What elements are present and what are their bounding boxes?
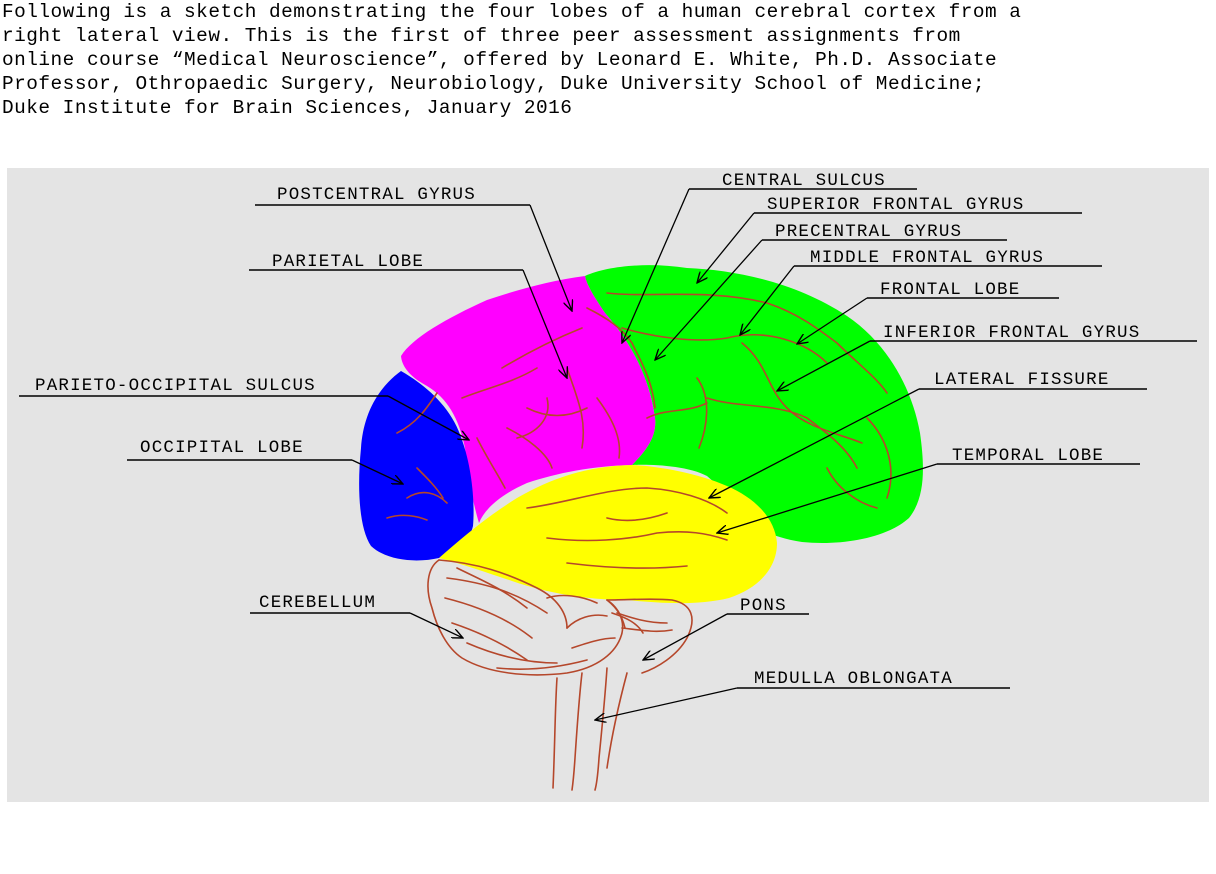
label-occipital-lobe: OCCIPITAL LOBE [140, 438, 304, 458]
intro-paragraph: Following is a sketch demonstrating the … [2, 1, 1022, 119]
label-medulla-oblongata: MEDULLA OBLONGATA [754, 669, 953, 689]
label-inferior-frontal-gyrus: INFERIOR FRONTAL GYRUS [883, 323, 1140, 343]
label-underlines [19, 188, 1197, 689]
label-parieto-occipital-sulcus: PARIETO-OCCIPITAL SULCUS [35, 376, 316, 396]
occipital-lobe-region [359, 371, 474, 561]
label-lateral-fissure: LATERAL FISSURE [934, 370, 1110, 390]
cerebellum-structure [427, 559, 644, 676]
label-temporal-lobe: TEMPORAL LOBE [952, 446, 1104, 466]
cortex-sulci-lines [386, 292, 892, 569]
label-pons: PONS [740, 596, 787, 616]
label-precentral-gyrus: PRECENTRAL GYRUS [775, 222, 962, 242]
parietal-lobe-region [401, 276, 656, 523]
label-cerebellum: CEREBELLUM [259, 593, 376, 613]
label-parietal-lobe: PARIETAL LOBE [272, 252, 424, 272]
label-postcentral-gyrus: POSTCENTRAL GYRUS [277, 185, 476, 205]
brainstem-structure [552, 598, 693, 791]
label-superior-frontal-gyrus: SUPERIOR FRONTAL GYRUS [767, 195, 1024, 215]
label-frontal-lobe: FRONTAL LOBE [880, 280, 1020, 300]
pointer-arrows [351, 188, 938, 720]
temporal-lobe-region [439, 465, 777, 604]
label-central-sulcus: CENTRAL SULCUS [722, 171, 886, 191]
label-middle-frontal-gyrus: MIDDLE FRONTAL GYRUS [810, 248, 1044, 268]
brain-diagram: POSTCENTRAL GYRUS CENTRAL SULCUS SUPERIO… [7, 168, 1209, 802]
frontal-lobe-region [585, 265, 923, 543]
